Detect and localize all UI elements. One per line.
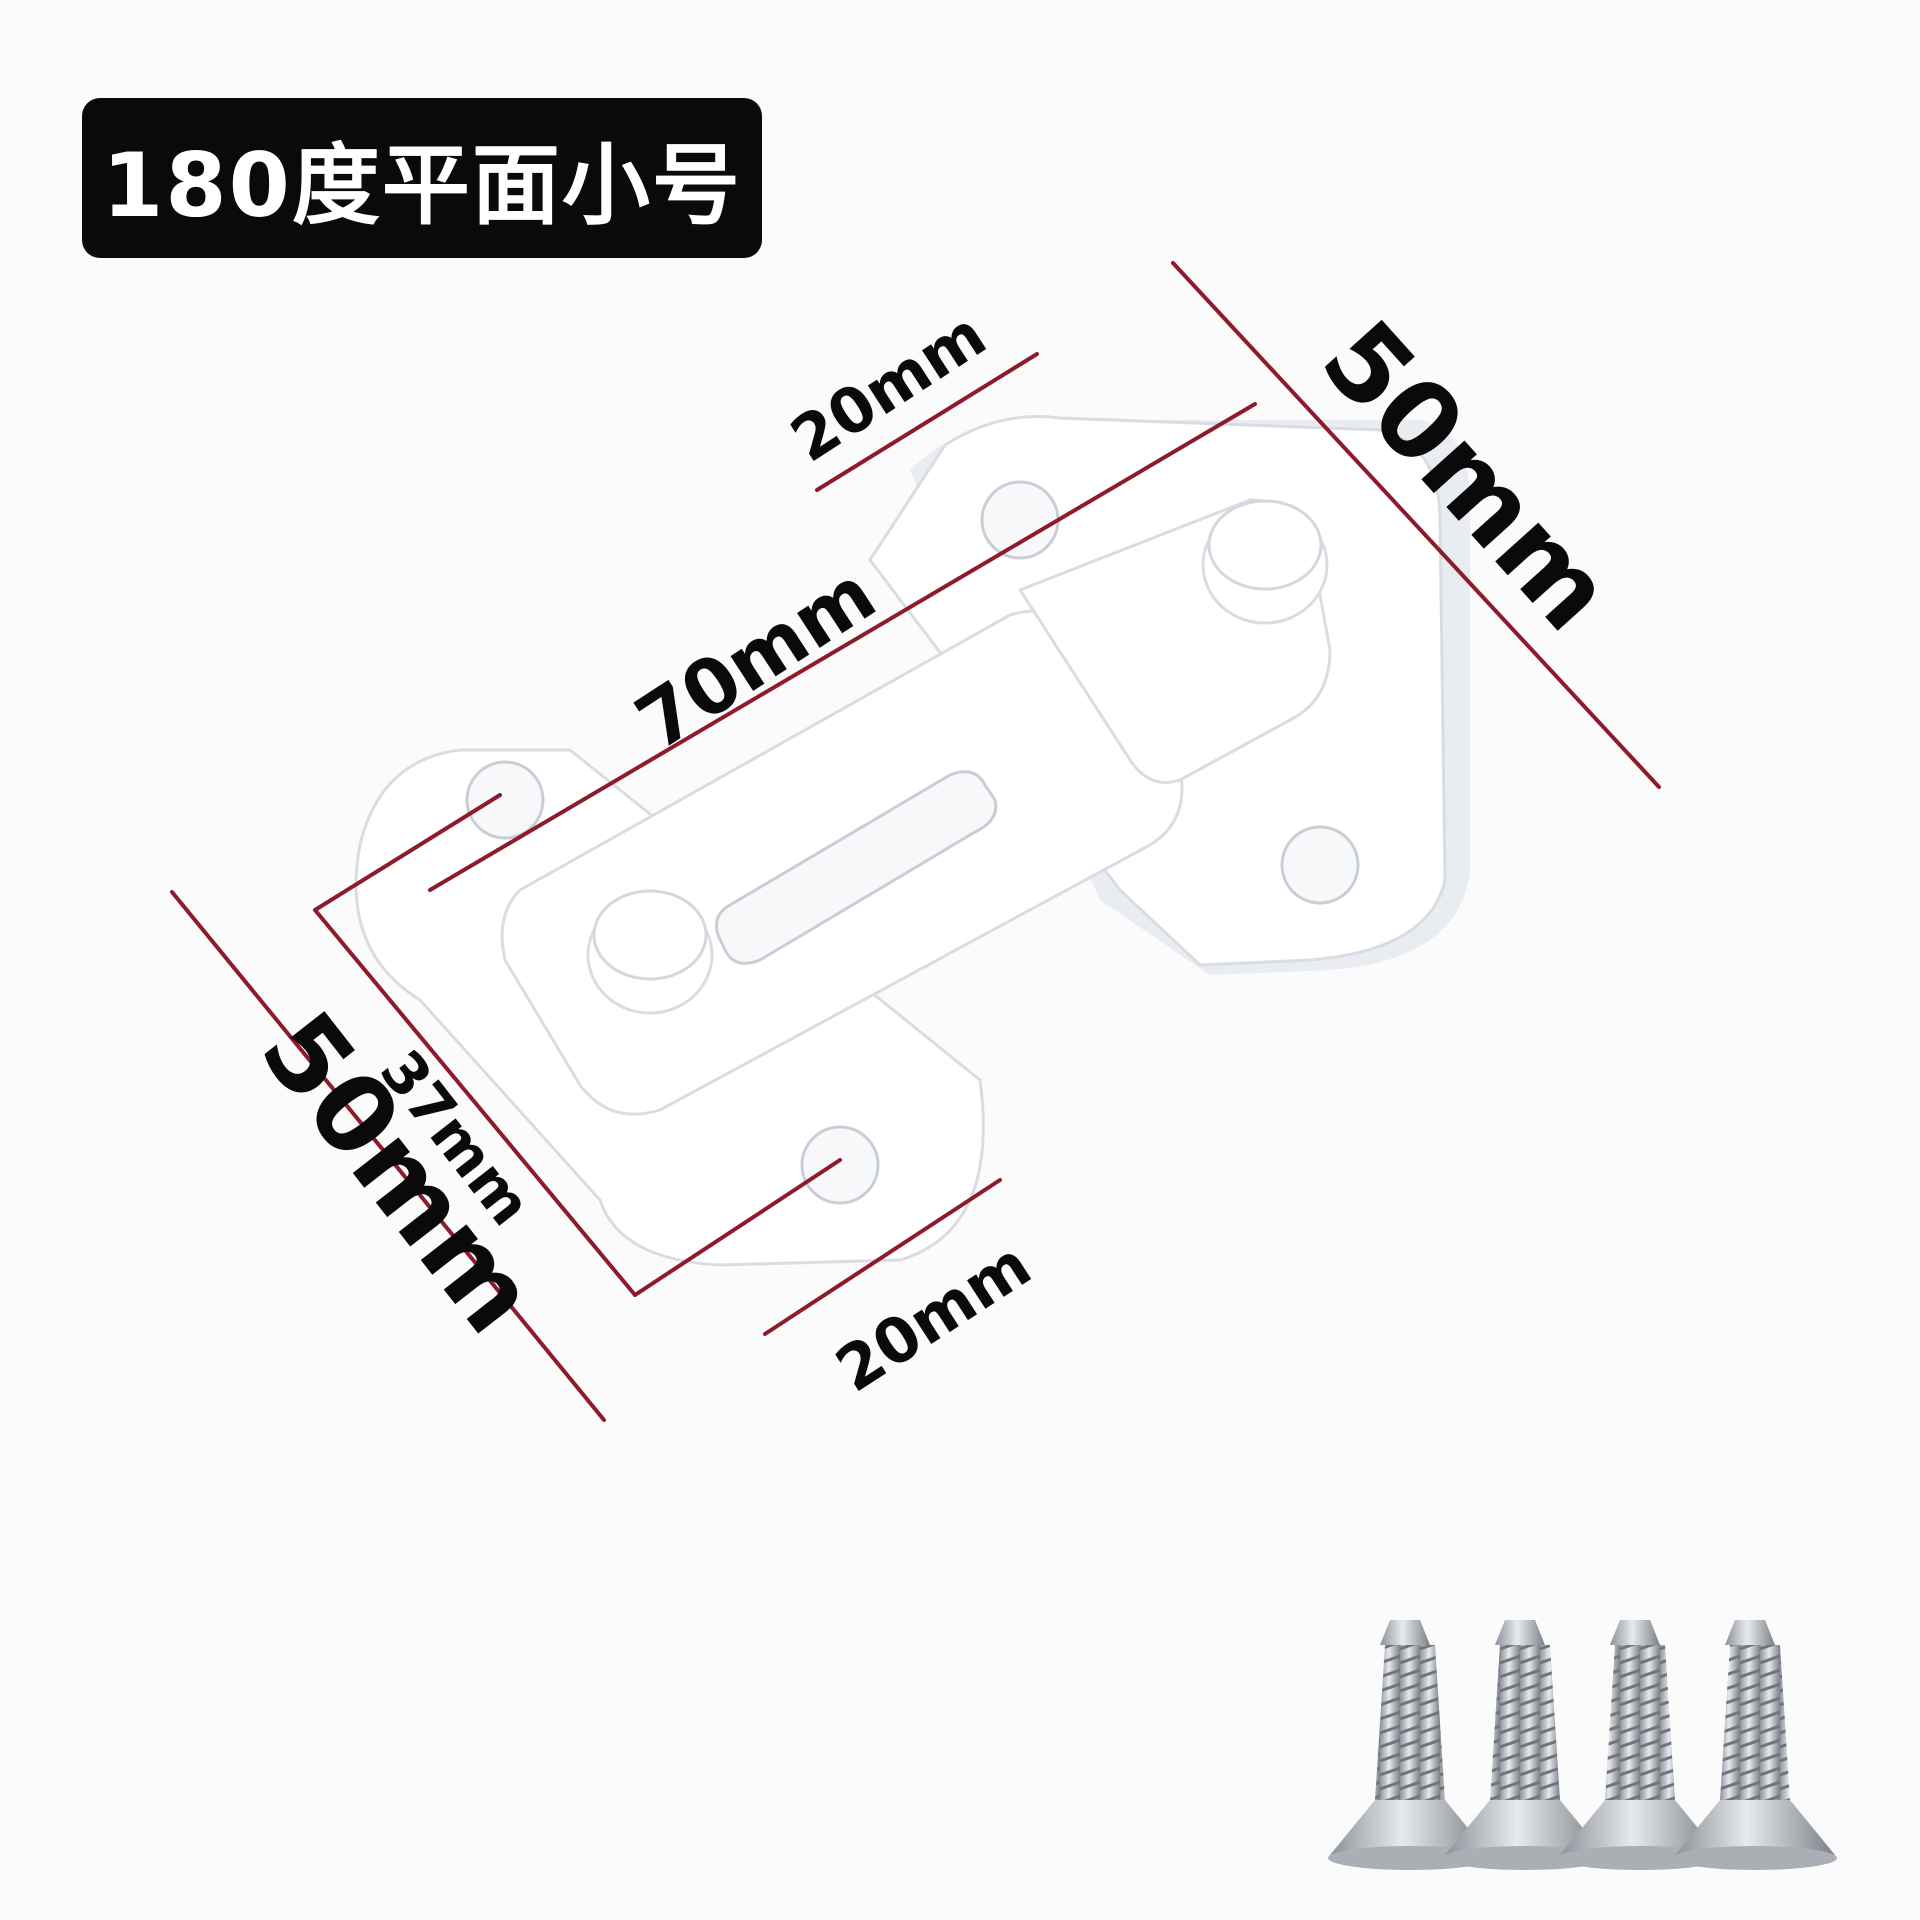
knob-right <box>1201 499 1329 625</box>
screw-4 <box>1673 1620 1837 1870</box>
screw-2 <box>1443 1620 1607 1870</box>
knob-left <box>586 889 714 1015</box>
dim-line-bottom-inner <box>633 1158 842 1297</box>
mount-hole-left <box>465 760 545 840</box>
dim-line-top-20mm <box>815 352 1039 492</box>
dim-line-bottom-20mm <box>763 1178 1002 1336</box>
dimension-lines <box>170 261 1661 1422</box>
screw-3 <box>1558 1620 1722 1870</box>
dim-line-right-50mm <box>1171 261 1661 789</box>
bar-slot <box>715 770 998 965</box>
dim-line-70mm <box>428 402 1257 892</box>
mount-hole-bottom <box>800 1125 880 1205</box>
mount-hole-right <box>1280 825 1360 905</box>
screw-1 <box>1328 1620 1492 1870</box>
mount-hole-top <box>980 480 1060 560</box>
latch-hasp <box>354 415 1470 1267</box>
dim-line-37mm <box>313 908 637 1297</box>
screws <box>1328 1620 1837 1870</box>
title-text: 180度平面小号 <box>102 133 742 237</box>
title-badge: 180度平面小号 <box>82 98 762 258</box>
dim-line-left-50mm <box>170 890 606 1422</box>
dim-line-left-top <box>313 793 502 912</box>
